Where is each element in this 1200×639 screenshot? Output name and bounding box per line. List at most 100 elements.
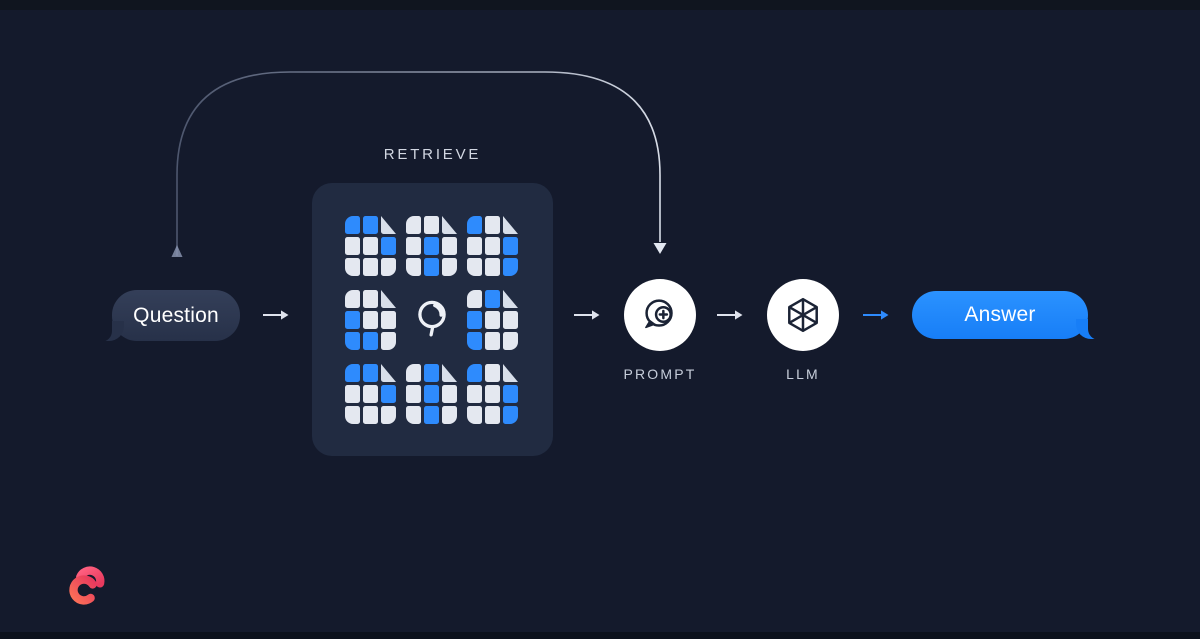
doc-cell-blue bbox=[467, 216, 482, 234]
doc-cell-blue bbox=[424, 258, 439, 276]
question-bubble: Question bbox=[100, 290, 240, 342]
doc-cell-blue bbox=[345, 216, 360, 234]
doc-cell-light bbox=[363, 406, 378, 424]
doc-cell-blue bbox=[503, 406, 518, 424]
doc-cell-blue bbox=[345, 364, 360, 382]
doc-cell-light bbox=[345, 237, 360, 255]
hexagon-cube-icon bbox=[788, 297, 818, 333]
doc-cell-light bbox=[467, 237, 482, 255]
doc-cell-blue bbox=[467, 311, 482, 329]
doc-cell-light bbox=[406, 237, 421, 255]
document-icon bbox=[467, 364, 518, 424]
doc-cell-light bbox=[406, 364, 421, 382]
connector-start-cap bbox=[171, 245, 183, 257]
retrieve-box bbox=[312, 183, 553, 456]
doc-cell-light bbox=[381, 258, 396, 276]
doc-cell-light bbox=[381, 311, 396, 329]
bottom-edge-strip bbox=[0, 632, 1200, 639]
doc-cell-light bbox=[363, 237, 378, 255]
doc-cell-light bbox=[406, 385, 421, 403]
doc-cell-blue bbox=[363, 364, 378, 382]
doc-cell-light bbox=[485, 406, 500, 424]
doc-cell-light bbox=[485, 364, 500, 382]
arrow-prompt-to-llm-icon bbox=[717, 310, 743, 320]
prompt-circle bbox=[624, 279, 696, 351]
doc-fold-corner bbox=[503, 216, 518, 234]
doc-cell-blue bbox=[467, 332, 482, 350]
retrieve-grid bbox=[345, 216, 518, 424]
retrieve-title: RETRIEVE bbox=[383, 146, 482, 163]
doc-cell-light bbox=[485, 258, 500, 276]
doc-cell-light bbox=[467, 406, 482, 424]
doc-cell-light bbox=[345, 290, 360, 308]
doc-cell-light bbox=[503, 311, 518, 329]
doc-cell-light bbox=[363, 290, 378, 308]
doc-cell-light bbox=[485, 385, 500, 403]
arrow-llm-to-answer-icon bbox=[863, 310, 889, 320]
doc-cell-blue bbox=[424, 237, 439, 255]
top-edge-strip bbox=[0, 0, 1200, 10]
arrow-retrieve-to-prompt-icon bbox=[574, 310, 600, 320]
answer-bubble: Answer bbox=[912, 291, 1100, 340]
doc-fold-corner bbox=[381, 216, 396, 234]
answer-label: Answer bbox=[964, 303, 1036, 326]
connector-arrowhead-icon bbox=[653, 243, 667, 254]
doc-cell-blue bbox=[485, 290, 500, 308]
doc-cell-light bbox=[467, 258, 482, 276]
doc-cell-light bbox=[503, 332, 518, 350]
doc-fold-corner bbox=[442, 216, 457, 234]
llm-label: LLM bbox=[786, 366, 820, 382]
doc-cell-blue bbox=[363, 216, 378, 234]
doc-cell-light bbox=[442, 406, 457, 424]
document-icon bbox=[345, 364, 396, 424]
llm-circle bbox=[767, 279, 839, 351]
document-icon bbox=[467, 216, 518, 276]
document-icon bbox=[406, 216, 457, 276]
doc-fold-corner bbox=[381, 364, 396, 382]
doc-cell-blue bbox=[381, 237, 396, 255]
doc-cell-light bbox=[424, 216, 439, 234]
magnifier-icon bbox=[406, 290, 457, 350]
doc-cell-light bbox=[381, 406, 396, 424]
doc-cell-light bbox=[406, 216, 421, 234]
doc-fold-corner bbox=[381, 290, 396, 308]
doc-cell-light bbox=[363, 258, 378, 276]
doc-cell-light bbox=[485, 332, 500, 350]
document-icon bbox=[406, 364, 457, 424]
doc-cell-light bbox=[363, 385, 378, 403]
brand-swirl-logo-icon bbox=[69, 566, 105, 605]
document-icon bbox=[467, 290, 518, 350]
doc-cell-blue bbox=[363, 332, 378, 350]
doc-cell-light bbox=[345, 406, 360, 424]
chat-plus-icon bbox=[645, 299, 673, 329]
doc-cell-light bbox=[485, 216, 500, 234]
question-label: Question bbox=[133, 303, 219, 327]
doc-cell-light bbox=[442, 258, 457, 276]
arrow-question-to-retrieve-icon bbox=[263, 310, 289, 320]
doc-fold-corner bbox=[503, 364, 518, 382]
doc-cell-blue bbox=[345, 311, 360, 329]
doc-cell-light bbox=[363, 311, 378, 329]
doc-cell-light bbox=[406, 258, 421, 276]
doc-cell-light bbox=[381, 332, 396, 350]
doc-cell-light bbox=[485, 237, 500, 255]
doc-cell-light bbox=[485, 311, 500, 329]
doc-cell-light bbox=[442, 237, 457, 255]
doc-cell-light bbox=[467, 385, 482, 403]
doc-cell-blue bbox=[424, 385, 439, 403]
doc-cell-blue bbox=[503, 237, 518, 255]
doc-fold-corner bbox=[503, 290, 518, 308]
doc-cell-light bbox=[345, 385, 360, 403]
document-icon bbox=[345, 290, 396, 350]
doc-cell-blue bbox=[503, 258, 518, 276]
doc-cell-blue bbox=[345, 332, 360, 350]
doc-cell-blue bbox=[424, 406, 439, 424]
doc-cell-blue bbox=[424, 364, 439, 382]
document-icon bbox=[345, 216, 396, 276]
prompt-label: PROMPT bbox=[623, 366, 697, 382]
doc-cell-blue bbox=[467, 364, 482, 382]
doc-cell-light bbox=[406, 406, 421, 424]
doc-cell-light bbox=[467, 290, 482, 308]
doc-fold-corner bbox=[442, 364, 457, 382]
